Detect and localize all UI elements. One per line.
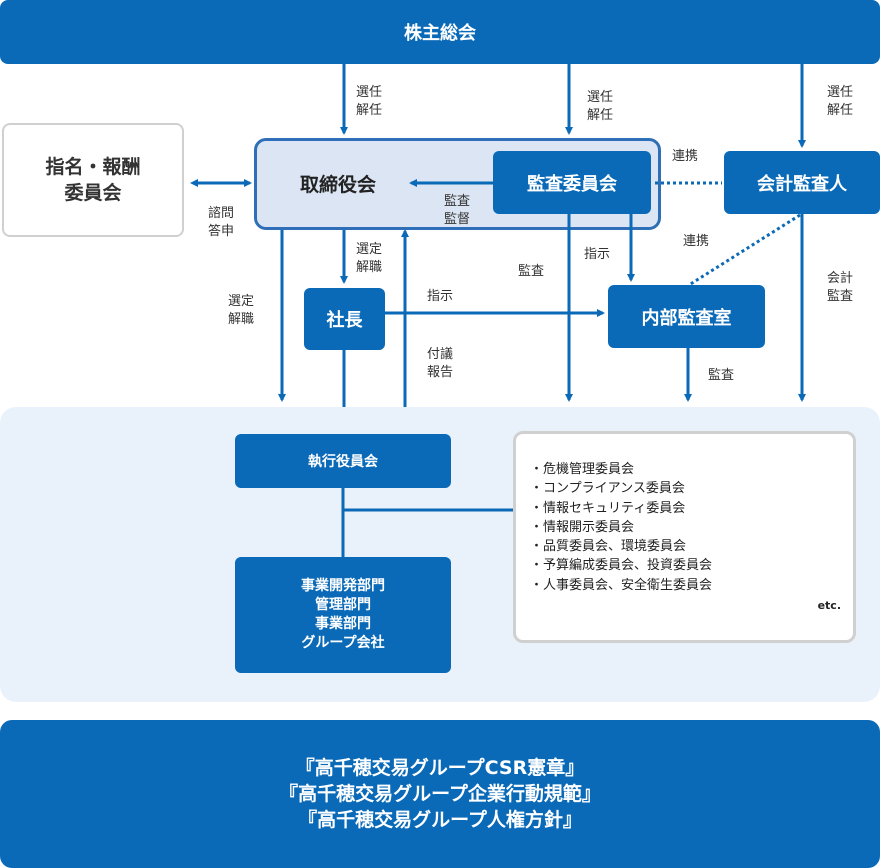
internal-audit-office: 内部監査室 — [608, 285, 765, 348]
label-select-2: 選定 解職 — [228, 294, 255, 327]
list-item: ・危機管理委員会 — [530, 462, 635, 477]
label-select-1: 選定 解職 — [356, 242, 383, 275]
link-auditor-internal — [688, 213, 801, 287]
label-coop-1: 連携 — [672, 149, 699, 164]
label-elect-2: 選任 解任 — [587, 90, 614, 123]
label-report: 付議 報告 — [427, 347, 454, 380]
list-item: ・人事委員会、安全衛生委員会 — [530, 577, 713, 593]
committee-etc: etc. — [817, 599, 841, 612]
president: 社長 — [304, 288, 385, 350]
list-item: ・情報開示委員会 — [530, 519, 635, 535]
list-item: ・品質委員会、環境委員会 — [530, 539, 687, 555]
list-item: ・予算編成委員会、投資委員会 — [530, 558, 713, 574]
footer-line: 『高千穂交易グループ人権方針』 — [298, 809, 582, 831]
audit-committee: 監査委員会 — [493, 151, 651, 214]
board-of-directors-label: 取締役会 — [300, 174, 377, 196]
label-audit-supervise: 監査 監督 — [444, 194, 471, 227]
label-elect-1: 選任 解任 — [356, 85, 383, 118]
csr-charter-box: 『高千穂交易グループCSR憲章』 『高千穂交易グループ企業行動規範』 『高千穂交… — [0, 720, 880, 868]
label-audit-2: 監査 — [708, 368, 735, 383]
shareholders-meeting: 株主総会 — [0, 0, 880, 64]
list-item: ・情報セキュリティ委員会 — [530, 500, 686, 516]
label-instruct-1: 指示 — [584, 247, 611, 262]
label-coop-2: 連携 — [683, 234, 710, 249]
accounting-auditor: 会計監査人 — [724, 151, 880, 214]
label-accounting-audit: 会計 監査 — [827, 271, 854, 304]
committee-list: ・危機管理委員会 ・コンプライアンス委員会 ・情報セキュリティ委員会 ・情報開示… — [530, 460, 712, 595]
committees-list-box: ・危機管理委員会 ・コンプライアンス委員会 ・情報セキュリティ委員会 ・情報開示… — [513, 431, 856, 643]
label-audit-1: 監査 — [518, 264, 545, 279]
nomination-compensation-committee: 指名・報酬 委員会 — [2, 123, 184, 237]
divisions-box: 事業開発部門 管理部門 事業部門 グループ会社 — [235, 557, 451, 673]
list-item: ・コンプライアンス委員会 — [530, 481, 685, 497]
shareholders-meeting-label: 株主総会 — [404, 23, 476, 44]
label-consult: 諮問 答申 — [208, 206, 235, 239]
executive-committee: 執行役員会 — [235, 434, 451, 488]
label-instruct-2: 指示 — [427, 289, 454, 304]
footer-line: 『高千穂交易グループ企業行動規範』 — [279, 783, 601, 805]
footer-line: 『高千穂交易グループCSR憲章』 — [295, 757, 585, 779]
label-elect-3: 選任 解任 — [827, 85, 854, 118]
